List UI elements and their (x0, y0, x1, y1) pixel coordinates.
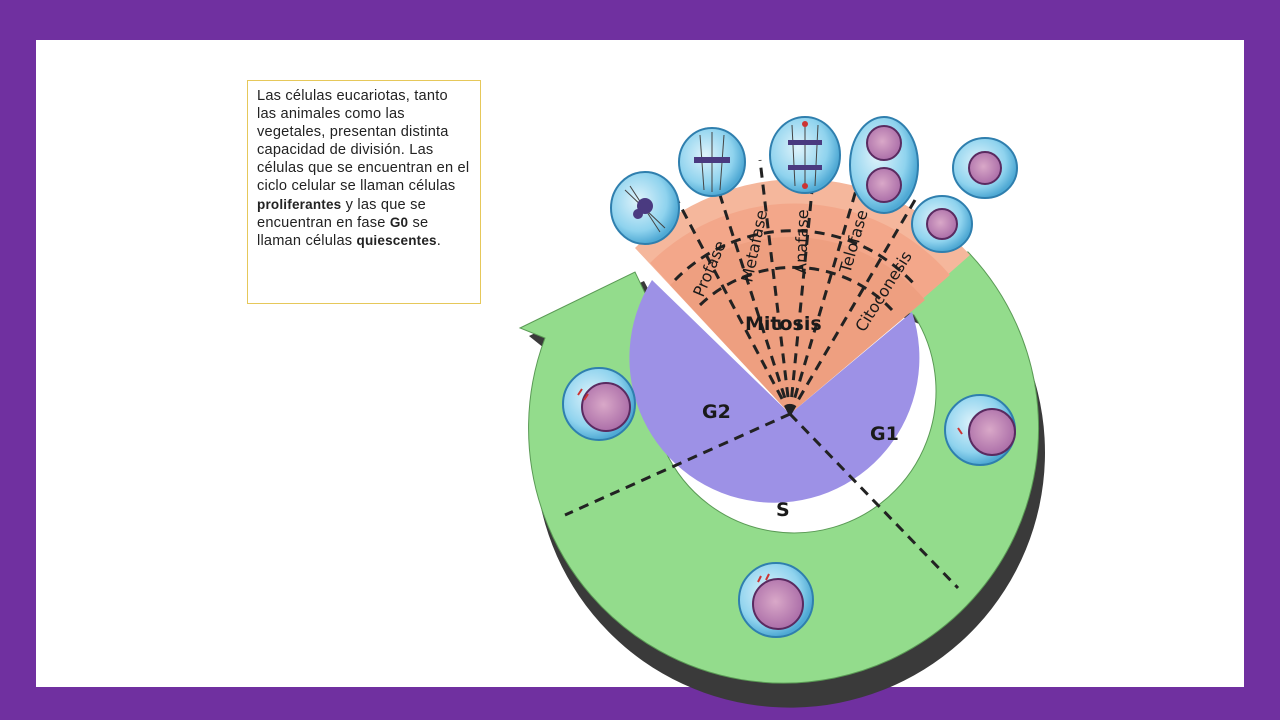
label-g1: G1 (870, 423, 899, 445)
profase-cell (610, 171, 680, 245)
label-s: S (776, 499, 790, 521)
metafase-cell (678, 127, 746, 197)
text-part: se llaman células (257, 214, 429, 249)
interphase-core (629, 280, 920, 503)
citoconesis-cells (911, 137, 1018, 253)
description-textbox: Las células eucariotas, tanto las animal… (247, 80, 481, 304)
term-quiescentes: quiescentes (356, 232, 437, 248)
term-proliferantes: proliferantes (257, 196, 342, 212)
text-part: . (436, 232, 442, 249)
g1-cell (944, 394, 1016, 466)
phase-dividers (564, 159, 960, 590)
s-cell (738, 562, 814, 638)
label-anafase: Anafase (791, 209, 812, 274)
label-g2: G2 (702, 401, 731, 423)
text-part: y las que se encuentran en fase (257, 196, 426, 231)
telofase-cell (849, 116, 919, 214)
text-part: Las células eucariotas, tanto las animal… (257, 88, 470, 195)
label-mitosis: Mitosis (745, 313, 822, 335)
anafase-cell (769, 116, 841, 194)
term-g0: G0 (389, 214, 409, 230)
g2-cell (562, 367, 636, 441)
